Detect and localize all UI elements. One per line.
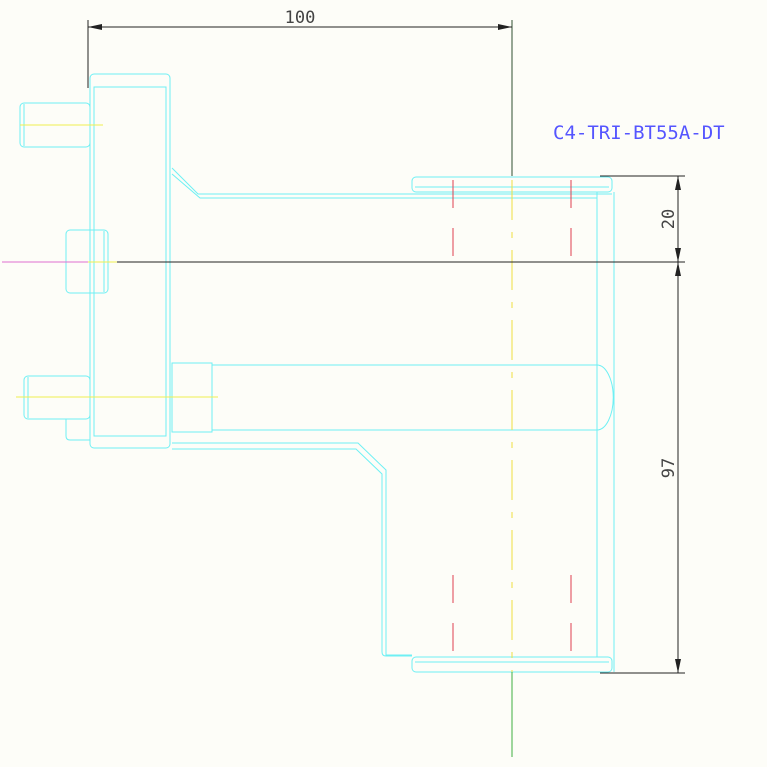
part-outline xyxy=(19,73,615,673)
bottom-flange xyxy=(411,656,613,673)
center-lines xyxy=(2,124,513,757)
part-label: C4-TRI-BT55A-DT xyxy=(553,122,725,144)
dimension-height: 97 xyxy=(659,458,679,478)
mounting-plate xyxy=(89,73,171,449)
hidden-lines xyxy=(452,180,572,670)
dimension-top-offset: 20 xyxy=(659,209,679,229)
dimensions xyxy=(87,20,685,674)
dimension-width: 100 xyxy=(285,8,316,28)
